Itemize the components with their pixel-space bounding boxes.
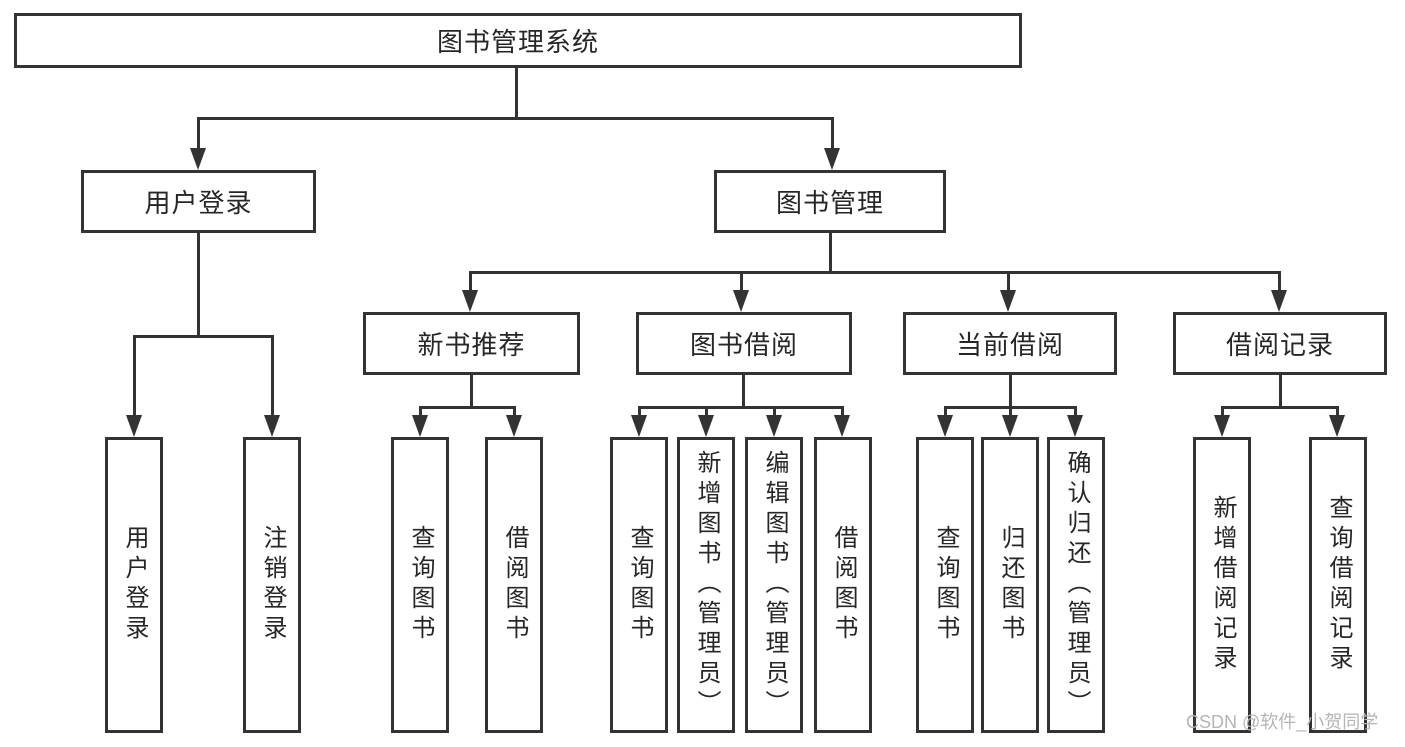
leaf-label: 借阅图书 [501,525,528,645]
connector-line [841,406,844,417]
arrow-down-icon [824,148,840,170]
arrow-down-icon [1214,415,1230,437]
leaf-edit-books-admin: 编辑图书（管理员） [745,437,803,733]
arrow-down-icon [462,290,478,312]
connector-line [419,406,516,409]
leaf-label: 新增图书（管理员） [693,450,720,720]
connector-line [1007,271,1010,293]
leaf-query-borrow-record: 查询借阅记录 [1309,437,1367,733]
node-label: 图书管理 [775,188,884,218]
connector-line [515,66,518,120]
arrow-down-icon [190,148,206,170]
node-book-borrow: 图书借阅 [636,312,852,375]
leaf-label: 编辑图书（管理员） [761,450,788,720]
node-label: 图书管理系统 [436,27,599,57]
node-book-management: 图书管理 [714,170,946,233]
arrow-down-icon [698,415,714,437]
connector-line [829,231,832,273]
leaf-label: 归还图书 [997,525,1024,645]
connector-line [1221,406,1338,409]
node-borrow-records: 借阅记录 [1173,312,1387,375]
leaf-query-books-borrow: 查询图书 [610,437,668,733]
node-label: 当前借阅 [955,330,1064,360]
connector-line [470,373,473,408]
node-label: 用户登录 [144,188,253,218]
leaf-label: 新增借阅记录 [1209,495,1236,675]
connector-line [469,271,1281,274]
leaf-label: 确认归还（管理员） [1063,450,1090,720]
leaf-borrow-books-recommend: 借阅图书 [485,437,543,733]
connector-line [133,335,136,417]
connector-line [271,335,274,417]
connector-line [513,406,516,417]
connector-line [197,117,200,152]
node-label: 新书推荐 [417,330,526,360]
arrow-down-icon [1000,290,1016,312]
arrow-down-icon [412,415,428,437]
connector-line [1009,406,1012,417]
leaf-return-books: 归还图书 [981,437,1039,733]
connector-line [1009,373,1012,408]
arrow-down-icon [631,415,647,437]
arrow-down-icon [264,415,280,437]
connector-line [740,271,743,293]
arrow-down-icon [834,415,850,437]
connector-line [197,117,834,120]
leaf-label: 用户登录 [121,525,148,645]
leaf-query-books-recommend: 查询图书 [391,437,449,733]
arrow-down-icon [937,415,953,437]
arrow-down-icon [1271,290,1287,312]
leaf-user-login: 用户登录 [105,437,163,733]
connector-line [831,117,834,152]
leaf-label: 查询借阅记录 [1325,495,1352,675]
leaf-borrow-books: 借阅图书 [814,437,872,733]
node-new-book-recommend: 新书推荐 [363,312,580,375]
connector-line [1279,373,1282,408]
leaf-label: 借阅图书 [830,525,857,645]
node-current-borrow: 当前借阅 [903,312,1117,375]
node-label: 图书借阅 [689,330,798,360]
connector-line [419,406,422,417]
arrow-down-icon [1329,415,1345,437]
connector-line [742,373,745,408]
arrow-down-icon [733,290,749,312]
arrow-down-icon [766,415,782,437]
node-label: 借阅记录 [1225,330,1334,360]
arrow-down-icon [126,415,142,437]
leaf-add-books-admin: 新增图书（管理员） [677,437,735,733]
connector-line [1336,406,1339,417]
leaf-label: 查询图书 [407,525,434,645]
leaf-query-books-current: 查询图书 [916,437,974,733]
leaf-label: 注销登录 [259,525,286,645]
leaf-label: 查询图书 [932,525,959,645]
connector-line [1074,406,1077,417]
connector-line [197,231,200,337]
arrow-down-icon [1067,415,1083,437]
connector-line [1221,406,1224,417]
connector-line [705,406,708,417]
csdn-watermark: CSDN @软件_小贺同学 [1186,712,1379,732]
arrow-down-icon [1002,415,1018,437]
leaf-label: 查询图书 [626,525,653,645]
leaf-confirm-return-admin: 确认归还（管理员） [1047,437,1105,733]
arrow-down-icon [506,415,522,437]
connector-line [944,406,947,417]
connector-line [133,335,274,338]
connector-line [638,406,641,417]
connector-line [638,406,844,409]
connector-line [773,406,776,417]
node-library-management-system: 图书管理系统 [14,13,1022,68]
connector-line [1278,271,1281,293]
connector-line [469,271,472,293]
leaf-logout: 注销登录 [243,437,301,733]
node-user-login: 用户登录 [81,170,316,233]
leaf-add-borrow-record: 新增借阅记录 [1193,437,1251,733]
